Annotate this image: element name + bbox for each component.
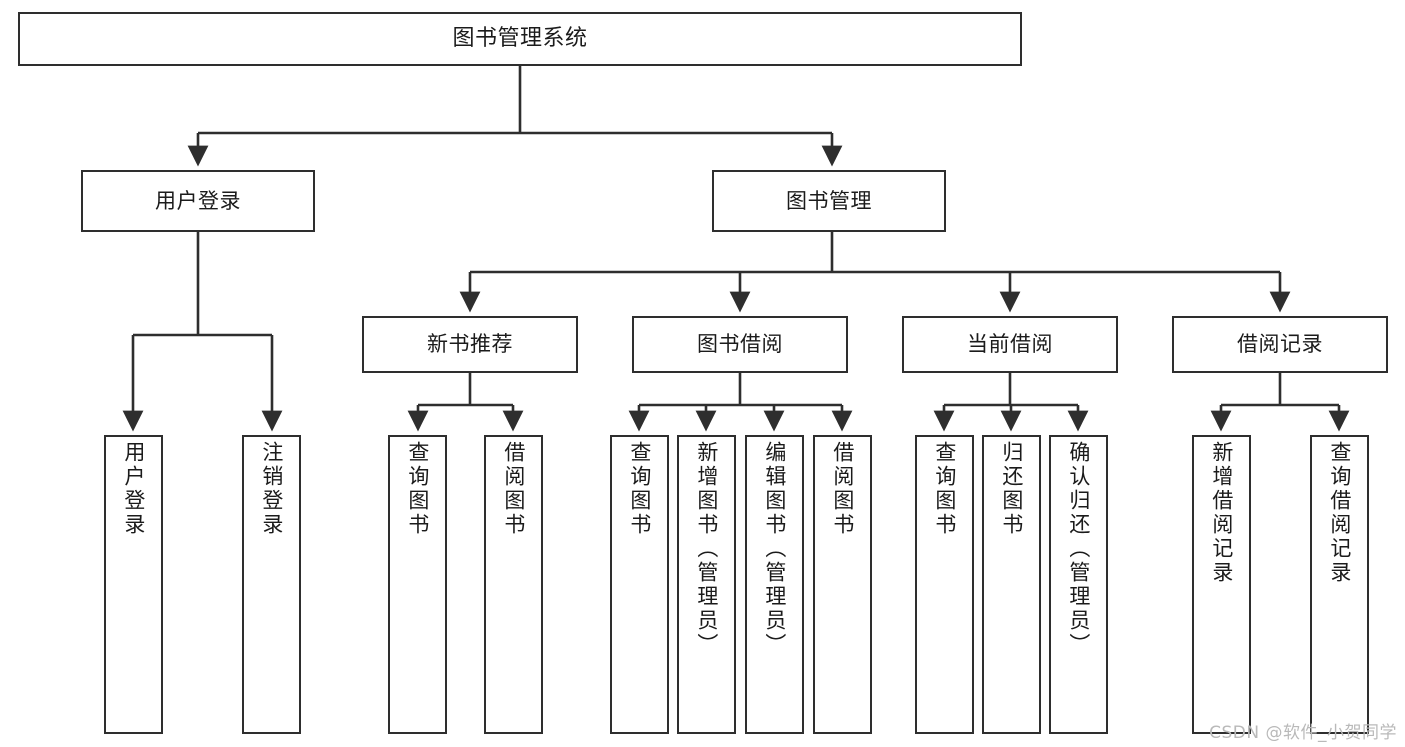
node-user-login[interactable]: 用户登录 bbox=[81, 170, 315, 232]
leaf-confirm-return-admin[interactable]: 确认归还（管理员） bbox=[1049, 435, 1108, 734]
node-label: 借阅图书 bbox=[830, 441, 855, 537]
node-label: 新增图书（管理员） bbox=[694, 441, 719, 657]
node-label: 查询借阅记录 bbox=[1327, 441, 1352, 585]
node-label: 图书管理 bbox=[786, 188, 872, 213]
node-label: 编辑图书（管理员） bbox=[762, 441, 787, 657]
node-book-borrow[interactable]: 图书借阅 bbox=[632, 316, 848, 373]
node-label: 归还图书 bbox=[999, 441, 1024, 537]
node-label: 当前借阅 bbox=[967, 332, 1053, 357]
node-label: 新增借阅记录 bbox=[1209, 441, 1234, 585]
node-label: 用户登录 bbox=[121, 441, 146, 537]
node-borrow-record[interactable]: 借阅记录 bbox=[1172, 316, 1388, 373]
node-label: 借阅图书 bbox=[501, 441, 526, 537]
node-label: 图书借阅 bbox=[697, 332, 783, 357]
node-label: 用户登录 bbox=[155, 188, 241, 213]
node-current-borrow[interactable]: 当前借阅 bbox=[902, 316, 1118, 373]
node-label: 图书管理系统 bbox=[452, 26, 588, 52]
leaf-borrow-book-recommend[interactable]: 借阅图书 bbox=[484, 435, 543, 734]
leaf-borrow-book[interactable]: 借阅图书 bbox=[813, 435, 872, 734]
node-book-management-system[interactable]: 图书管理系统 bbox=[18, 12, 1022, 66]
leaf-logout-login[interactable]: 注销登录 bbox=[242, 435, 301, 734]
node-label: 查询图书 bbox=[627, 441, 652, 537]
node-label: 查询图书 bbox=[405, 441, 430, 537]
node-label: 查询图书 bbox=[932, 441, 957, 537]
node-label: 确认归还（管理员） bbox=[1066, 441, 1091, 657]
leaf-add-book-admin[interactable]: 新增图书（管理员） bbox=[677, 435, 736, 734]
leaf-add-borrow-record[interactable]: 新增借阅记录 bbox=[1192, 435, 1251, 734]
node-label: 借阅记录 bbox=[1237, 332, 1323, 357]
node-book-management[interactable]: 图书管理 bbox=[712, 170, 946, 232]
csdn-watermark: CSDN @软件_小贺同学 bbox=[1209, 723, 1397, 743]
leaf-return-book[interactable]: 归还图书 bbox=[982, 435, 1041, 734]
leaf-query-book-borrow[interactable]: 查询图书 bbox=[610, 435, 669, 734]
leaf-edit-book-admin[interactable]: 编辑图书（管理员） bbox=[745, 435, 804, 734]
leaf-query-borrow-record[interactable]: 查询借阅记录 bbox=[1310, 435, 1369, 734]
leaf-query-book-recommend[interactable]: 查询图书 bbox=[388, 435, 447, 734]
node-label: 新书推荐 bbox=[427, 332, 513, 357]
leaf-query-book-current[interactable]: 查询图书 bbox=[915, 435, 974, 734]
node-new-book-recommend[interactable]: 新书推荐 bbox=[362, 316, 578, 373]
node-label: 注销登录 bbox=[259, 441, 284, 537]
leaf-user-login[interactable]: 用户登录 bbox=[104, 435, 163, 734]
